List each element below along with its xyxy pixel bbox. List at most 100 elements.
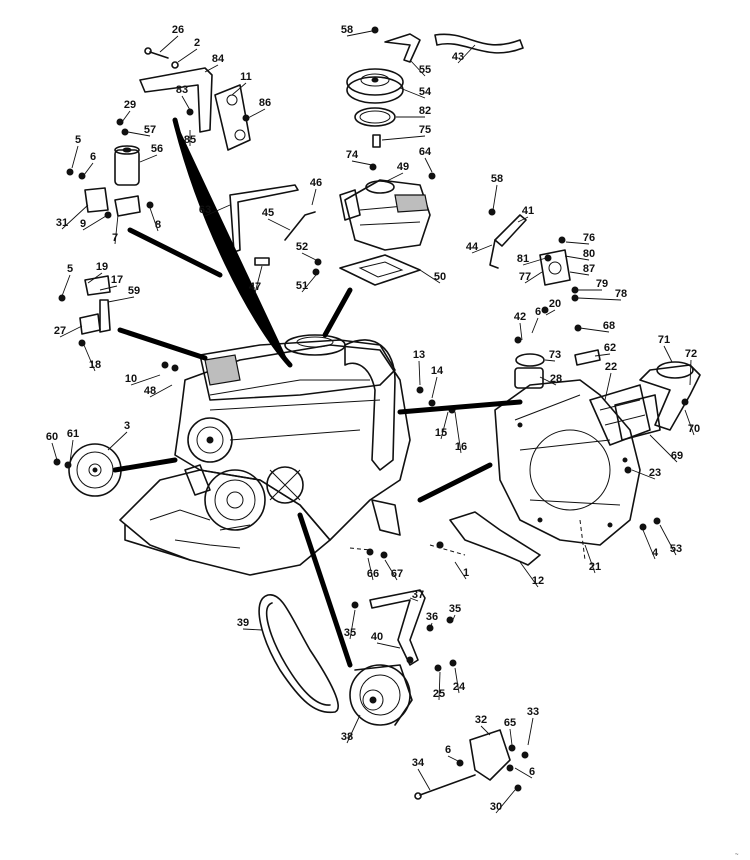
leader-line-6	[514, 767, 533, 779]
leader-line-29	[121, 110, 131, 123]
leader-line-73	[544, 359, 556, 362]
engine-block-assembly	[119, 334, 411, 576]
bolt-26	[149, 51, 169, 59]
leader-line-50	[419, 269, 441, 284]
callout-86: 86	[259, 97, 271, 109]
leader-line-77	[524, 271, 543, 284]
leader-line-22	[604, 372, 612, 401]
leader-line-48	[149, 384, 173, 398]
adjusting-strap-37	[369, 589, 426, 666]
leader-line-20	[545, 309, 556, 316]
callout-54: 54	[419, 86, 432, 98]
leader-line-8	[149, 207, 159, 232]
leader-line-84	[204, 64, 219, 73]
leader-line-59	[107, 296, 135, 303]
leader-line-76	[565, 241, 590, 245]
callout-42: 42	[514, 311, 526, 323]
leader-line-37	[409, 597, 419, 602]
leader-line-1	[454, 561, 467, 580]
leader-line-21	[584, 544, 596, 574]
leader-line-25	[438, 671, 441, 701]
callout-22: 22	[605, 361, 617, 373]
leader-line-58	[346, 30, 373, 37]
callout-63: 63	[199, 204, 211, 216]
leader-line-66	[367, 557, 374, 581]
gasket-69	[614, 394, 661, 441]
leader-line-78	[577, 297, 622, 301]
hose-55	[384, 33, 421, 63]
callout-2: 2	[194, 37, 200, 49]
callout-32: 32	[475, 714, 487, 726]
leader-line-55	[409, 59, 426, 77]
callout-17: 17	[111, 274, 123, 286]
flywheel-housing	[494, 379, 651, 546]
drive-belt-39	[258, 594, 339, 714]
callout-71: 71	[658, 334, 670, 346]
elbow-71	[639, 364, 701, 431]
callout-58: 58	[491, 173, 503, 185]
callout-59: 59	[128, 285, 140, 297]
leader-line-11	[231, 82, 247, 96]
callout-81: 81	[517, 253, 529, 265]
callout-70: 70	[688, 423, 700, 435]
leader-line-86	[247, 108, 266, 119]
leader-line-7	[114, 214, 119, 245]
leader-line-26	[159, 35, 179, 53]
callout-36: 36	[426, 611, 438, 623]
pulley-54	[346, 68, 404, 104]
fasteners	[53, 26, 689, 792]
callout-46: 46	[310, 177, 322, 189]
leader-line-51	[301, 274, 317, 293]
ignition-coil-56	[114, 145, 140, 186]
leader-line-4	[642, 529, 656, 560]
callout-8: 8	[155, 219, 161, 231]
callout-38: 38	[341, 731, 353, 743]
callout-48: 48	[144, 385, 156, 397]
leader-line-27	[59, 325, 83, 338]
alternator-38	[349, 664, 413, 726]
leader-line-6	[531, 317, 539, 334]
leader-line-19	[87, 272, 103, 284]
callout-43: 43	[452, 51, 464, 63]
callout-60: 60	[46, 431, 58, 443]
callout-57: 57	[144, 124, 156, 136]
callout-80: 80	[583, 248, 595, 260]
leader-line-3	[107, 431, 128, 451]
callout-5: 5	[67, 263, 73, 275]
leader-line-49	[384, 172, 404, 183]
leader-line-10	[130, 374, 161, 386]
callout-35: 35	[344, 627, 356, 639]
leader-line-5	[71, 145, 79, 169]
callout-85: 85	[184, 134, 196, 146]
shield-12	[449, 511, 541, 566]
leader-line-83	[181, 95, 191, 111]
leader-line-12	[519, 561, 539, 588]
leader-line-58	[492, 184, 498, 211]
leader-line-16	[454, 411, 462, 454]
leader-line-45	[267, 218, 291, 231]
callout-16: 16	[455, 441, 467, 453]
callout-67: 67	[391, 568, 403, 580]
leader-line-80	[564, 255, 590, 261]
leader-line-67	[384, 559, 398, 581]
leader-line-6	[447, 755, 461, 763]
leader-line-15	[440, 411, 449, 440]
leader-line-39	[242, 628, 263, 631]
leader-line-63	[204, 204, 231, 217]
callout-6: 6	[90, 151, 96, 163]
callout-52: 52	[296, 241, 308, 253]
leader-line-71	[663, 345, 673, 363]
callout-69: 69	[671, 450, 683, 462]
callout-4: 4	[652, 547, 659, 559]
leader-line-60	[51, 442, 58, 461]
leader-line-38	[346, 714, 361, 744]
bracket-27	[79, 313, 101, 335]
leader-line-69	[649, 434, 678, 463]
leader-line-44	[471, 244, 493, 254]
leader-line-40	[376, 642, 401, 649]
leader-line-9	[82, 215, 107, 231]
linkage-41	[494, 214, 527, 247]
bracket-59	[99, 299, 111, 333]
